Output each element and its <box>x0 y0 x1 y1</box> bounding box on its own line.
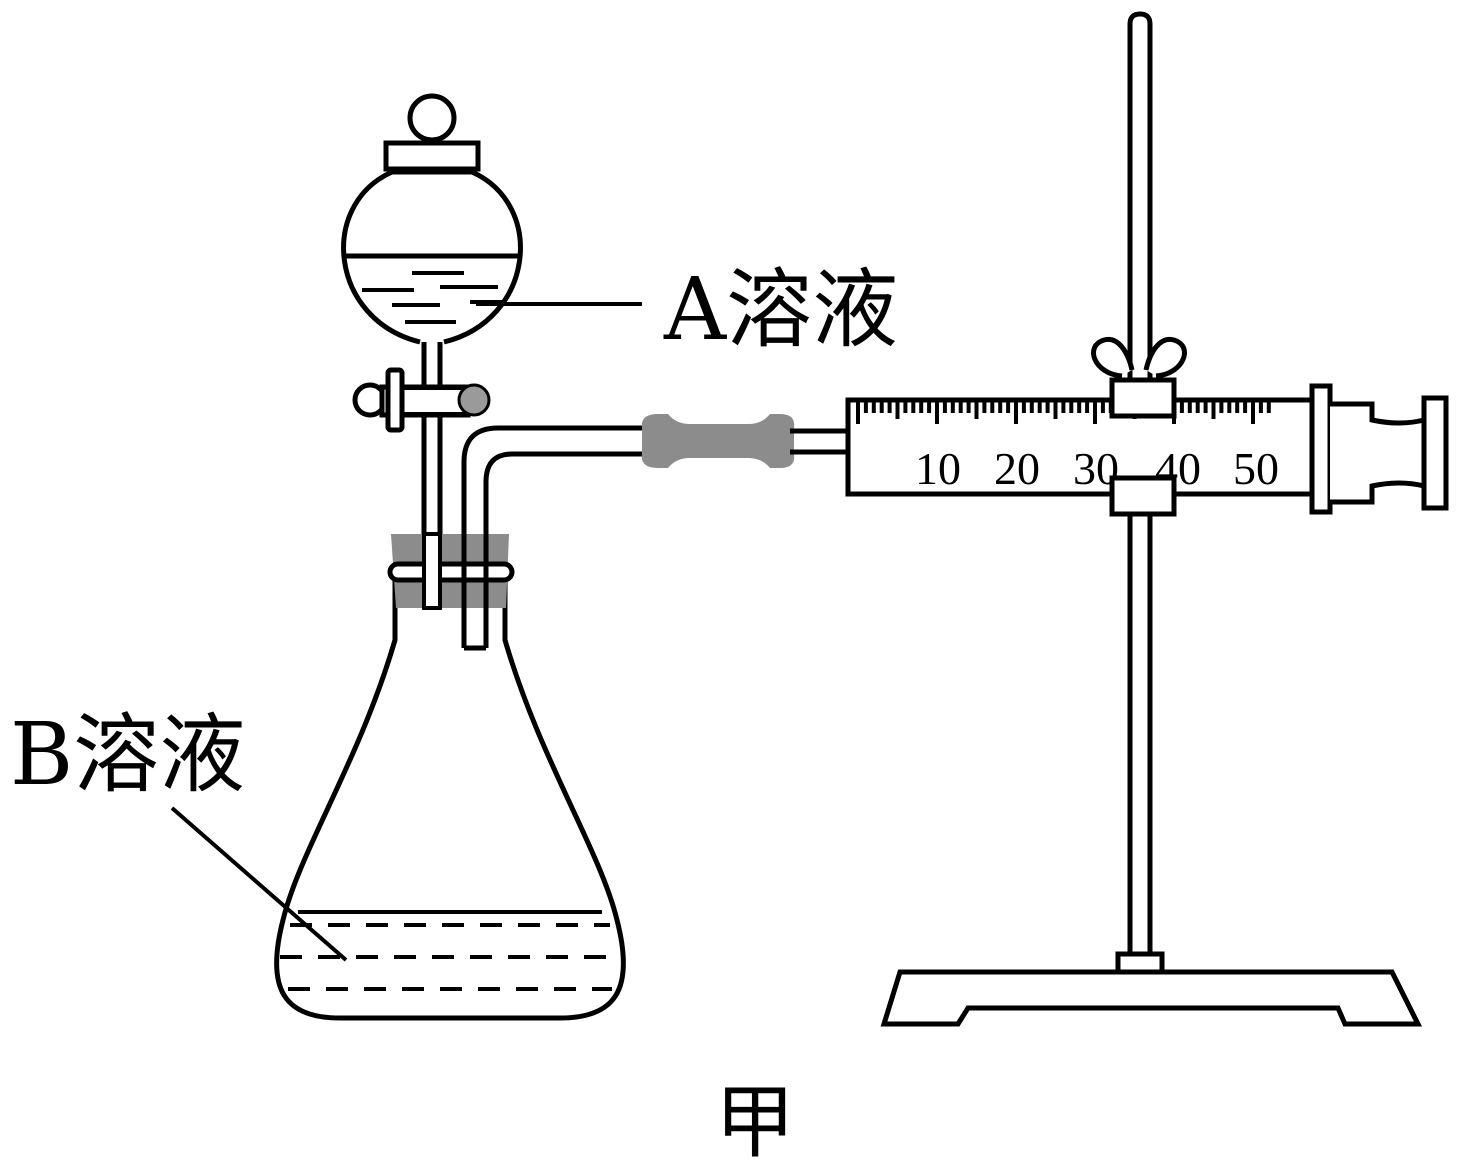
stopcock <box>352 367 491 433</box>
flask-body <box>274 580 626 1021</box>
syringe-plunger-thumb <box>1421 395 1449 511</box>
scale-label-50: 50 <box>1233 443 1279 494</box>
stand-base <box>880 969 1423 1027</box>
syringe-scale-labels: 10 20 30 40 50 <box>915 443 1279 494</box>
delivery-tube-outer <box>461 425 645 648</box>
syringe <box>845 383 1449 515</box>
conical-flask <box>274 580 626 1021</box>
clamp-jaw-top <box>1109 377 1177 419</box>
delivery-tube <box>461 425 645 651</box>
delivery-tube-inner <box>483 451 645 648</box>
syringe-inlet-tube <box>790 428 850 455</box>
rubber-connector <box>641 414 795 468</box>
stopcock-right-knob <box>457 383 491 417</box>
label-solution-a: A溶液 <box>663 260 898 360</box>
flask-stopper <box>387 532 515 610</box>
label-solution-b: B溶液 <box>10 705 245 805</box>
funnel-liquid-dashes <box>362 271 504 324</box>
clamp-jaw-bottom <box>1109 475 1177 517</box>
iron-stand <box>880 11 1423 1027</box>
figure-caption: 甲 <box>715 1076 795 1169</box>
syringe-clamp <box>1109 377 1177 517</box>
rod-foot <box>1115 951 1165 975</box>
stopper-knob <box>407 93 457 143</box>
scale-label-10: 10 <box>915 443 961 494</box>
stopcock-handle <box>385 367 405 433</box>
flask-neck-ring <box>387 561 515 583</box>
syringe-plunger-body <box>1330 401 1427 505</box>
label-b-leader-line <box>170 806 348 962</box>
funnel-stopper <box>383 140 481 172</box>
syringe-flange <box>1309 383 1333 515</box>
scale-label-20: 20 <box>994 443 1040 494</box>
stem-through-stopper <box>422 532 442 610</box>
clamp-wing-nut <box>1091 336 1187 379</box>
